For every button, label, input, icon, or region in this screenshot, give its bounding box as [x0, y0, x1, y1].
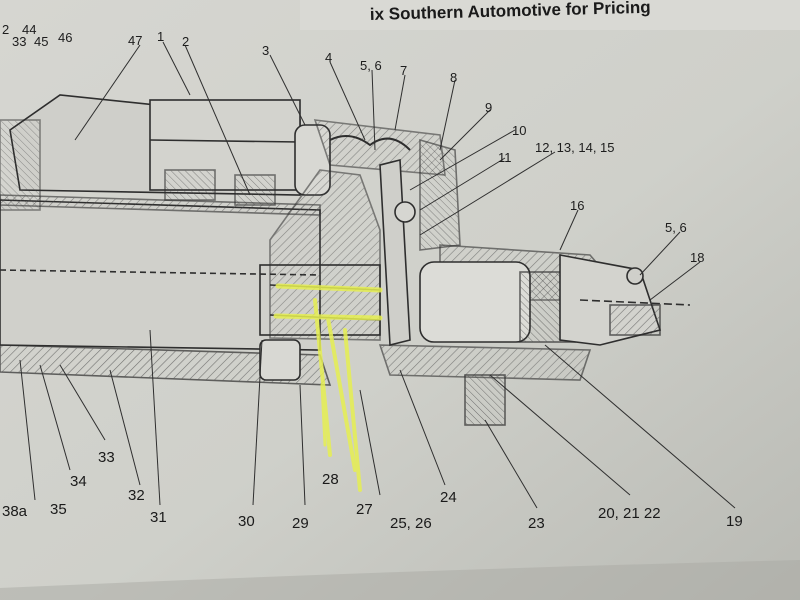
callout-label: 27 — [356, 501, 373, 518]
callout-label: 8 — [450, 70, 457, 85]
callout-label: 16 — [570, 198, 584, 213]
starter-housing — [0, 94, 332, 386]
callout-label: 19 — [726, 513, 743, 530]
callout-label: 7 — [400, 63, 407, 78]
highlighter-marks — [273, 283, 383, 492]
callout-label: 34 — [70, 473, 87, 490]
callout-label: 47 — [128, 33, 142, 48]
callout-label: 44 — [22, 22, 36, 37]
callouts-top: 2 44 33 45 46 47 1 2 3 4 5, 6 7 8 9 10 1… — [2, 22, 704, 265]
callout-label: 46 — [58, 30, 72, 45]
callout-label: 18 — [690, 250, 704, 265]
callout-label: 5, 6 — [665, 220, 687, 235]
callout-label: 3 — [262, 43, 269, 58]
callout-label: 29 — [292, 515, 309, 532]
page-edge-shadow — [0, 560, 800, 600]
leader-lines — [19, 41, 736, 509]
callout-label: 11 — [498, 150, 512, 165]
callout-label: 30 — [238, 513, 255, 530]
callout-label: 20, 21 22 — [598, 505, 661, 522]
callout-label: 32 — [128, 487, 145, 504]
callout-label: 31 — [150, 509, 167, 526]
callouts-bottom: 38a 35 34 33 32 31 30 29 28 27 25, 26 24… — [2, 449, 743, 532]
callout-label: 12, 13, 14, 15 — [535, 140, 615, 155]
header-text: ix Southern Automotive for Pricing — [370, 0, 651, 24]
callout-label: 35 — [50, 501, 67, 518]
callout-label: 33 — [98, 449, 115, 466]
callout-label: 5, 6 — [360, 58, 382, 73]
callout-label: 1 — [157, 29, 164, 44]
callout-label: 4 — [325, 50, 332, 65]
callout-label: 10 — [512, 123, 526, 138]
callout-label: 28 — [322, 471, 339, 488]
drive-end-assembly — [259, 119, 691, 426]
callout-label: 23 — [528, 515, 545, 532]
callout-label: 33 — [12, 34, 26, 49]
callout-label: 9 — [485, 100, 492, 115]
callout-label: 2 — [182, 34, 189, 49]
header-strip — [300, 0, 800, 30]
callout-label: 2 — [2, 22, 9, 37]
callout-label: 24 — [440, 489, 457, 506]
callout-label: 38a — [2, 503, 28, 520]
callout-label: 25, 26 — [390, 515, 432, 532]
callout-label: 45 — [34, 34, 48, 49]
